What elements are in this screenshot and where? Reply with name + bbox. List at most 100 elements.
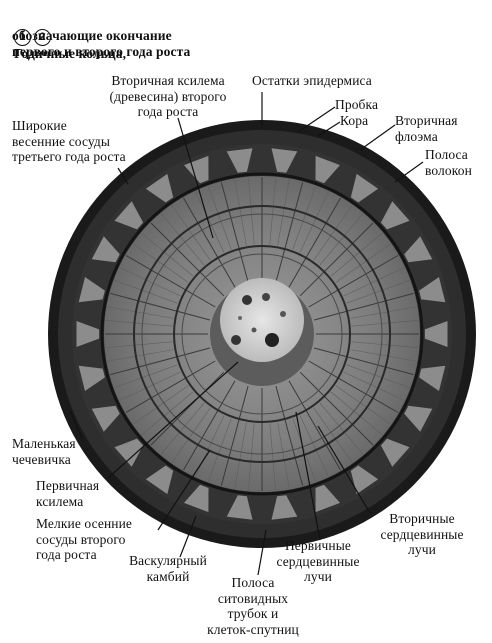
phloem-ray-wedge xyxy=(271,495,298,520)
phloem-ray-wedge xyxy=(350,173,379,203)
medullary-ray xyxy=(220,386,249,486)
medullary-ray xyxy=(299,222,374,297)
annual-ring-2 xyxy=(133,205,391,463)
phloem-ray-wedge xyxy=(226,148,253,173)
label-fiber-band: Полоса волокон xyxy=(425,147,472,178)
label-epidermis-remains: Остатки эпидермиса xyxy=(252,73,372,88)
label-secondary-xylem: Вторичная ксилема (древесина) второго го… xyxy=(109,73,227,119)
pith xyxy=(220,278,304,362)
label-secondary-phloem: Вторичная флоэма xyxy=(395,113,458,144)
medullary-ray xyxy=(150,371,225,446)
medullary-ray xyxy=(171,205,211,261)
phloem-ray-wedge xyxy=(424,321,448,347)
medullary-ray xyxy=(299,191,329,253)
medullary-ray xyxy=(351,320,419,327)
medullary-ray xyxy=(288,380,341,471)
medullary-ray xyxy=(234,179,247,246)
phloem-ray-wedge xyxy=(404,405,433,432)
medullary-ray xyxy=(292,186,316,250)
phloem-ray-wedge xyxy=(380,201,410,230)
label-vascular-cambium: Васкулярный камбий xyxy=(129,553,207,584)
medullary-ray xyxy=(208,186,232,250)
medullary-ray xyxy=(314,292,414,321)
medullary-ray xyxy=(183,197,236,288)
phloem-ray-wedge xyxy=(419,365,446,391)
phloem-ray-wedge xyxy=(315,155,340,184)
medullary-ray xyxy=(183,380,236,471)
medullary-ray xyxy=(299,415,329,477)
medullary-ray xyxy=(313,205,353,261)
medullary-ray xyxy=(105,341,173,348)
header-line-2: обозначающие окончание xyxy=(12,28,172,43)
medullary-ray xyxy=(313,407,353,463)
phloem-ray-wedge xyxy=(226,495,253,520)
label-secondary-rays: Вторичные сердцевинные лучи xyxy=(380,511,464,557)
medullary-ray xyxy=(343,267,405,297)
header-line-3: первого и второго года роста xyxy=(12,44,191,59)
phloem-ray-wedge xyxy=(419,277,446,303)
medullary-ray xyxy=(269,177,276,245)
medullary-ray xyxy=(133,385,189,425)
medullary-ray xyxy=(346,280,410,304)
medullary-ray xyxy=(105,320,173,327)
header-line-1: Годичные кольца, xyxy=(14,45,127,61)
phloem-ray-wedge xyxy=(78,365,105,391)
medullary-ray xyxy=(350,349,417,362)
medullary-ray xyxy=(292,418,316,482)
label-cork: Пробка xyxy=(335,97,379,112)
phloem-ray-wedges xyxy=(76,148,448,520)
medullary-ray xyxy=(125,255,216,308)
label-autumn-vessels: Мелкие осенние сосуды второго года роста xyxy=(36,516,133,562)
phloem-ray-wedge xyxy=(114,438,144,467)
medullary-ray xyxy=(141,232,194,277)
phloem-ray-wedge xyxy=(145,173,174,203)
medullary-ray xyxy=(275,386,304,486)
phloem-ray-wedge xyxy=(145,465,174,495)
phloem-ray-wedge xyxy=(114,201,144,230)
medullary-ray xyxy=(277,179,290,246)
medullary-ray xyxy=(308,255,399,308)
phloem-ray-wedge xyxy=(271,148,298,173)
label-wide-spring-vessels: Широкие весенние сосуды третьего года ро… xyxy=(12,118,126,164)
label-primary-xylem: Первичная ксилема xyxy=(36,478,100,509)
phloem-ray-wedge xyxy=(91,236,120,263)
label-lenticel: Маленькая чечевичка xyxy=(12,436,76,467)
pith-cells xyxy=(231,293,286,347)
label-sieve-band: Полоса ситовидных трубок и клеток-спутни… xyxy=(207,575,299,637)
medullary-ray xyxy=(351,341,419,348)
phloem-ray-wedge xyxy=(184,484,209,513)
medullary-ray xyxy=(299,371,374,446)
phloem-ray-wedge xyxy=(350,465,379,495)
medullary-ray xyxy=(133,243,189,283)
phloem-ray-wedge xyxy=(91,405,120,432)
medullary-ray xyxy=(119,267,181,297)
medullary-rays xyxy=(105,177,419,491)
medullary-ray xyxy=(150,222,225,297)
phloem-ray-wedge xyxy=(404,236,433,263)
medullary-ray xyxy=(288,197,341,288)
medullary-ray xyxy=(208,418,232,482)
medullary-ray xyxy=(319,402,364,455)
medullary-ray xyxy=(171,407,211,463)
phloem-ray-wedge xyxy=(184,155,209,184)
leader-lines xyxy=(69,92,424,576)
label-primary-rays: Первичные сердцевинные лучи xyxy=(276,538,360,584)
medullary-ray xyxy=(195,415,225,477)
medullary-ray xyxy=(269,423,276,491)
medullary-ray xyxy=(248,177,255,245)
medullary-ray xyxy=(343,371,405,401)
annual-ring-1-inner xyxy=(181,253,343,415)
medullary-ray xyxy=(141,391,194,436)
medullary-ray xyxy=(346,364,410,388)
medullary-ray xyxy=(350,306,417,319)
label-cortex: Кора xyxy=(340,113,369,128)
medullary-ray xyxy=(110,292,210,321)
annual-ring-1 xyxy=(173,245,351,423)
medullary-ray xyxy=(110,347,210,376)
medullary-ray xyxy=(125,360,216,413)
medullary-ray xyxy=(335,385,391,425)
medullary-ray xyxy=(195,191,225,253)
annual-ring-2-inner xyxy=(141,213,383,455)
medullary-ray xyxy=(119,371,181,401)
medullary-ray xyxy=(220,182,249,282)
